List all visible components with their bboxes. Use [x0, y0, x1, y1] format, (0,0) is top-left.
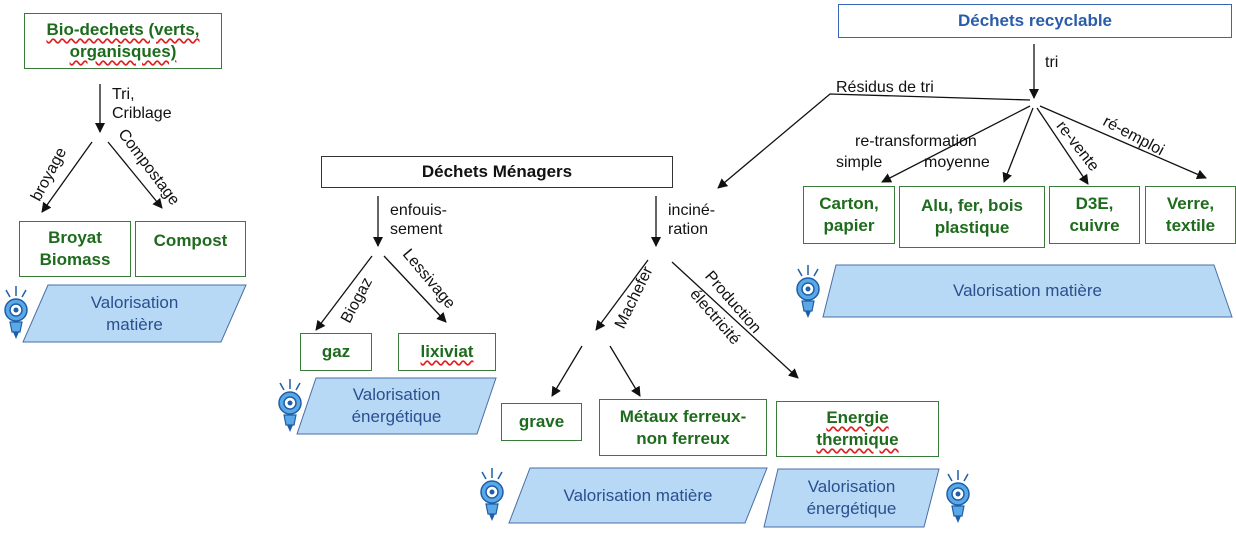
valorisation-bio-label: Valorisation matière: [90, 292, 179, 334]
product-lixiviat: lixiviat: [398, 333, 496, 371]
product-alu: Alu, fer, bois plastique: [899, 186, 1045, 248]
arrow-grave: [551, 345, 583, 397]
product-energie: Energie thermique: [776, 401, 939, 457]
bulb-icon: [796, 265, 820, 318]
arrow-lessivage: [383, 255, 447, 323]
valorisation-menagers-energy-label: Valorisation énergétique: [351, 385, 442, 426]
label-tri: tri: [1045, 54, 1059, 71]
label-moyenne: moyenne: [924, 154, 990, 171]
bulb-icon: [480, 468, 504, 521]
arrow-biogaz: [315, 255, 373, 331]
product-compost: Compost: [135, 221, 246, 277]
valorisation-incineration-matiere: Valorisation matière: [508, 467, 768, 524]
product-broyat: Broyat Biomass: [19, 221, 131, 277]
arrow-residus: [717, 93, 1031, 189]
valorisation-menagers-energy: Valorisation énergétique: [296, 377, 497, 435]
label-incineration: inciné- ration: [668, 202, 716, 238]
product-grave: grave: [501, 403, 582, 441]
arrow-alu: [1002, 107, 1034, 183]
product-d3e: D3E, cuivre: [1049, 186, 1140, 244]
arrow-bio-compost: [107, 141, 163, 209]
bulb-icon: [4, 286, 28, 339]
label-retransformation: re-transformation: [855, 133, 977, 150]
product-metaux: Métaux ferreux- non ferreux: [599, 399, 767, 456]
valorisation-bio: Valorisation matière: [22, 284, 247, 343]
product-verre: Verre, textile: [1145, 186, 1236, 244]
valorisation-incineration-matiere-label: Valorisation matière: [563, 485, 713, 505]
label-simple: simple: [836, 154, 883, 171]
valorisation-recyclable-label: Valorisation matière: [953, 281, 1102, 300]
bio-dechets-header: Bio-dechets (verts, organisques): [24, 13, 222, 69]
label-tri-criblage: Tri, Criblage: [112, 86, 172, 122]
energie-label: Energie thermique: [816, 408, 899, 449]
arrow-bio-broyage: [41, 141, 93, 213]
arrow-machefer: [595, 259, 649, 331]
product-gaz: gaz: [300, 333, 372, 371]
dechets-recyclable-header: Déchets recyclable: [838, 4, 1232, 38]
arrow-metaux: [609, 345, 641, 397]
valorisation-incineration-energy-label: Valorisation énergétique: [806, 477, 897, 518]
label-residus: Résidus de tri: [836, 79, 934, 96]
product-carton: Carton, papier: [803, 186, 895, 244]
arrow-carton: [881, 105, 1031, 183]
bulb-icon: [946, 470, 970, 523]
lixiviat-label: lixiviat: [420, 342, 474, 361]
valorisation-recyclable: Valorisation matière: [822, 264, 1233, 318]
label-enfouissement: enfouis- sement: [390, 202, 447, 238]
bulb-icon: [278, 379, 302, 432]
bio-dechets-label: Bio-dechets (verts, organisques): [46, 20, 200, 61]
arrow-production: [671, 261, 799, 379]
arrow-d3e: [1036, 107, 1089, 185]
dechets-menagers-header: Déchets Ménagers: [321, 156, 673, 188]
valorisation-incineration-energy: Valorisation énergétique: [763, 468, 940, 528]
arrow-verre: [1039, 105, 1207, 180]
